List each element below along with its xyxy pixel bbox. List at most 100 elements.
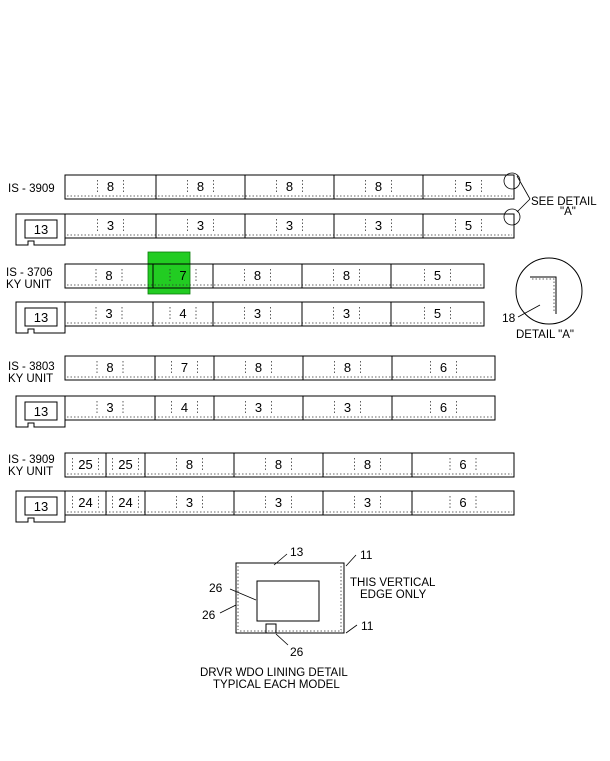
strip-outline bbox=[64, 174, 515, 200]
segment-value: 7 bbox=[181, 360, 188, 375]
callout-26-bottom: 26 bbox=[290, 645, 304, 659]
strip-row-is3803-top: IS - 3803 KY UNIT 8 7 8 8 6 bbox=[8, 355, 496, 385]
detail-a-callout: 18 bbox=[502, 311, 516, 325]
see-detail-text: SEE DETAIL bbox=[531, 196, 597, 208]
tab-label: 13 bbox=[34, 310, 48, 325]
callout-26-left: 26 bbox=[202, 608, 216, 622]
segment-value: 8 bbox=[107, 179, 114, 194]
strip-row-is3909ky-bottom: 24 24 3 3 3 6 13 bbox=[15, 490, 515, 523]
leader-top bbox=[273, 553, 288, 566]
segment-value: 5 bbox=[465, 179, 472, 194]
window-cutout bbox=[256, 580, 320, 622]
tab-label-box bbox=[24, 496, 58, 516]
segment-value: 5 bbox=[434, 306, 441, 321]
segment-value: 3 bbox=[344, 400, 351, 415]
segment-value: 24 bbox=[118, 495, 132, 510]
vertical-edge-note: THIS VERTICAL bbox=[350, 577, 436, 589]
segment-value: 8 bbox=[286, 179, 293, 194]
leader-left-top bbox=[229, 588, 257, 601]
model-label: IS - 3909 bbox=[8, 183, 55, 195]
segment-value: 25 bbox=[118, 457, 132, 472]
segment-value: 8 bbox=[343, 268, 350, 283]
segment-value: 6 bbox=[459, 457, 466, 472]
segment-value: 8 bbox=[275, 457, 282, 472]
segment-value: 3 bbox=[364, 495, 371, 510]
model-sublabel: KY UNIT bbox=[6, 279, 51, 291]
segment-value: 8 bbox=[375, 179, 382, 194]
segment-value: 24 bbox=[78, 495, 92, 510]
leader-right-top bbox=[345, 554, 357, 567]
strip-row-is3909-top: IS - 3909 8 8 8 8 5 bbox=[8, 174, 515, 200]
segment-value: 3 bbox=[375, 218, 382, 233]
callout-11-top: 11 bbox=[360, 548, 373, 562]
highlight-marker bbox=[147, 251, 191, 295]
segment-value: 6 bbox=[440, 360, 447, 375]
callout-26-top: 26 bbox=[209, 581, 223, 595]
detail-a-edge bbox=[532, 278, 555, 312]
leader-left-bottom bbox=[219, 604, 237, 614]
mounting-tab bbox=[15, 301, 66, 334]
see-detail-ref: "A" bbox=[560, 206, 576, 218]
segment-value: 4 bbox=[181, 400, 188, 415]
lining-caption: DRVR WDO LINING DETAIL bbox=[200, 667, 348, 679]
mounting-tab bbox=[15, 395, 66, 428]
detail-a-corner bbox=[530, 276, 557, 314]
segment-value: 3 bbox=[106, 400, 113, 415]
model-sublabel: KY UNIT bbox=[8, 373, 53, 385]
segment-value: 3 bbox=[105, 306, 112, 321]
strip-row-is3803-bottom: 3 4 3 3 6 13 bbox=[15, 395, 496, 428]
model-label: IS - 3909 bbox=[8, 454, 55, 466]
tab-label: 13 bbox=[34, 499, 48, 514]
callout-11-bottom: 11 bbox=[361, 619, 374, 633]
segment-value: 8 bbox=[255, 360, 262, 375]
lining-caption-2: TYPICAL EACH MODEL bbox=[213, 679, 340, 691]
segment-value: 6 bbox=[459, 495, 466, 510]
model-label: IS - 3803 bbox=[8, 361, 55, 373]
tab-label-box bbox=[24, 219, 58, 239]
strip-outline bbox=[64, 263, 485, 289]
mounting-tab bbox=[15, 213, 66, 246]
segment-value: 8 bbox=[364, 457, 371, 472]
segment-value: 3 bbox=[186, 495, 193, 510]
lining-detail: 13 11 11 26 26 26 THIS VERTICAL EDGE ONL… bbox=[200, 545, 436, 691]
segment-value: 6 bbox=[440, 400, 447, 415]
segment-value: 3 bbox=[286, 218, 293, 233]
callout-13: 13 bbox=[290, 545, 304, 559]
model-sublabel: KY UNIT bbox=[8, 466, 53, 478]
segment-value: 8 bbox=[105, 268, 112, 283]
segment-value: 3 bbox=[275, 495, 282, 510]
detail-a-leader bbox=[517, 304, 541, 318]
detail-a-circle bbox=[515, 257, 583, 325]
detail-a: 18 DETAIL "A" bbox=[502, 257, 583, 341]
strip-outline bbox=[64, 452, 515, 478]
mounting-tab bbox=[15, 490, 66, 523]
segment-value: 5 bbox=[434, 268, 441, 283]
tab-label-box bbox=[24, 401, 58, 421]
segment-value: 3 bbox=[197, 218, 204, 233]
leader-right-bottom bbox=[345, 624, 358, 634]
segment-value: 8 bbox=[186, 457, 193, 472]
segment-value: 8 bbox=[344, 360, 351, 375]
tab-label: 13 bbox=[34, 404, 48, 419]
segment-value: 3 bbox=[255, 400, 262, 415]
lining-outline bbox=[235, 562, 345, 634]
segment-value: 8 bbox=[197, 179, 204, 194]
tab-label-box bbox=[24, 307, 58, 327]
see-detail-callout: SEE DETAIL "A" bbox=[503, 172, 597, 226]
segment-value: 3 bbox=[254, 306, 261, 321]
detail-circle-bottom bbox=[503, 208, 521, 226]
tab-label: 13 bbox=[34, 222, 48, 237]
segment-value: 8 bbox=[254, 268, 261, 283]
segment-value: 7 bbox=[179, 268, 186, 283]
segment-value: 8 bbox=[106, 360, 113, 375]
segment-value: 3 bbox=[107, 218, 114, 233]
segment-value: 4 bbox=[179, 306, 186, 321]
strip-outline bbox=[64, 301, 485, 327]
vertical-edge-note-2: EDGE ONLY bbox=[360, 589, 427, 601]
lining-notch bbox=[265, 623, 277, 634]
strip-outline bbox=[64, 355, 496, 381]
